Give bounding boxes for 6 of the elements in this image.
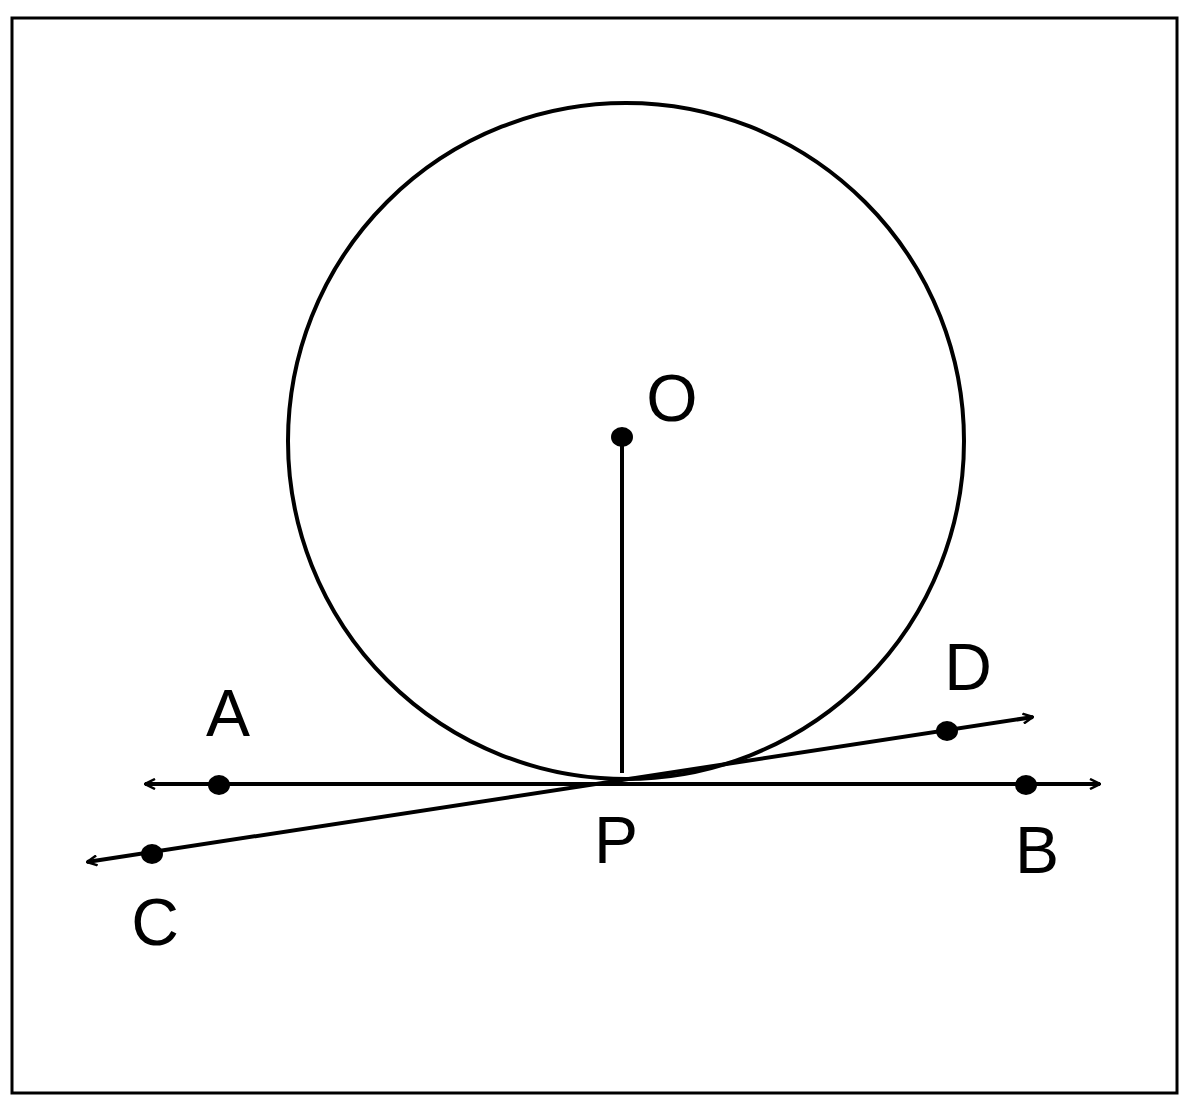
point-label: O	[646, 365, 698, 431]
point-label: C	[131, 889, 179, 955]
point-label: B	[1015, 817, 1059, 883]
point-label: A	[206, 680, 250, 746]
point-label: D	[944, 634, 992, 700]
point-label: P	[594, 807, 638, 873]
